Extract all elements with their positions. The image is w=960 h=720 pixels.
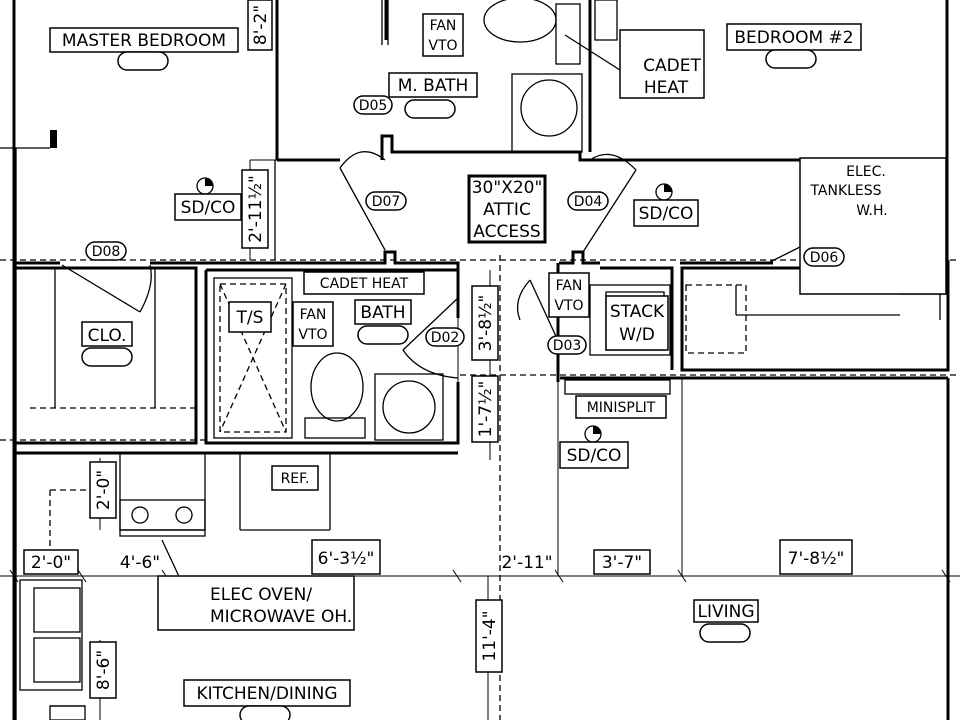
tankless-label: ELEC. xyxy=(846,164,886,180)
cadet-heat-label: CADET HEAT xyxy=(320,276,409,292)
room-living: LIVING xyxy=(697,602,754,622)
attic-access-label: ATTIC xyxy=(483,200,531,220)
door-tag: D05 xyxy=(359,98,388,114)
door-tag: D02 xyxy=(431,330,460,346)
tankless-label: TANKLESS xyxy=(809,183,881,199)
door-tag: D03 xyxy=(553,338,582,354)
door-tags: D05 D07 D04 D08 D06 D02 D03 xyxy=(92,98,839,354)
sink-icon xyxy=(382,380,436,434)
dim-label: 4'-6" xyxy=(120,553,160,573)
fan-vto-label: VTO xyxy=(554,298,583,314)
minisplit-label: MINISPLIT xyxy=(587,400,656,416)
dim-label: 3'-8½" xyxy=(476,295,496,352)
room-bedroom-2: BEDROOM #2 xyxy=(734,28,853,48)
cadet-heat-callout: HEAT xyxy=(644,78,689,98)
smoke-co-detector-icon xyxy=(584,425,602,443)
stack-wd-label: W/D xyxy=(619,325,655,345)
room-m-bath: M. BATH xyxy=(398,76,469,96)
label-boxes xyxy=(23,0,947,720)
fan-vto-label: VTO xyxy=(428,38,457,54)
dim-label: 3'-7" xyxy=(602,553,642,573)
dim-label: 8'-2" xyxy=(251,5,271,45)
dim-label: 7'-8½" xyxy=(788,549,845,569)
door-tag: D08 xyxy=(92,244,121,260)
room-bath: BATH xyxy=(360,303,405,323)
door-swing-icon xyxy=(516,279,561,346)
attic-access-label: 30"X20" xyxy=(472,178,543,198)
dim-label: 11'-4" xyxy=(480,610,500,661)
tankless-label: W.H. xyxy=(856,203,887,219)
dim-label: 6'-3½" xyxy=(318,549,375,569)
fan-vto-label: FAN xyxy=(300,307,327,323)
door-swing-icon xyxy=(61,264,152,313)
door-tag: D06 xyxy=(810,250,839,266)
ref-label: REF. xyxy=(281,471,310,487)
dim-label: 2'-0" xyxy=(94,470,114,510)
door-swing-icon xyxy=(582,153,637,253)
sd-co-label: SD/CO xyxy=(181,198,236,218)
smoke-co-detector-icon xyxy=(655,183,673,201)
attic-access-label: ACCESS xyxy=(473,222,540,242)
sd-co-label: SD/CO xyxy=(639,204,694,224)
cadet-heat-callout: CADET xyxy=(643,56,701,76)
door-swing-icon xyxy=(402,297,459,379)
fan-vto-label: VTO xyxy=(298,327,327,343)
door-tag: D04 xyxy=(574,194,603,210)
sink-icon xyxy=(520,79,578,137)
oven-label: MICROWAVE OH. xyxy=(210,607,352,627)
room-labels: MASTER BEDROOM BEDROOM #2 M. BATH BATH C… xyxy=(62,28,854,704)
stack-wd-label: STACK xyxy=(610,302,665,322)
toilet-icon xyxy=(310,352,364,422)
fixture-labels: FAN VTO CADET HEAT 30"X20" ATTIC ACCESS … xyxy=(181,18,888,627)
oven-label: ELEC OVEN/ xyxy=(210,585,312,605)
dimension-labels: 8'-2" 2'-11½" 3'-8½" 1'-7½" 2'-0" 2'-0" … xyxy=(31,5,845,690)
dim-label: 2'-11½" xyxy=(246,175,266,243)
kitchen-fixtures xyxy=(19,499,206,720)
fan-vto-label: FAN xyxy=(430,18,457,34)
dim-label: 8'-6" xyxy=(94,650,114,690)
dim-label: 2'-11" xyxy=(501,553,552,573)
door-tag: D07 xyxy=(372,194,401,210)
smoke-co-detector-icon xyxy=(196,177,214,195)
fan-vto-label: FAN xyxy=(556,278,583,294)
dim-label: 2'-0" xyxy=(31,553,71,573)
sd-co-label: SD/CO xyxy=(567,446,622,466)
room-kitchen-dining: KITCHEN/DINING xyxy=(196,684,337,704)
door-swing-icon xyxy=(339,151,386,251)
room-closet: CLO. xyxy=(88,326,127,346)
dim-label: 1'-7½" xyxy=(476,381,496,438)
ts-label: T/S xyxy=(236,308,264,328)
room-master-bedroom: MASTER BEDROOM xyxy=(62,31,226,51)
